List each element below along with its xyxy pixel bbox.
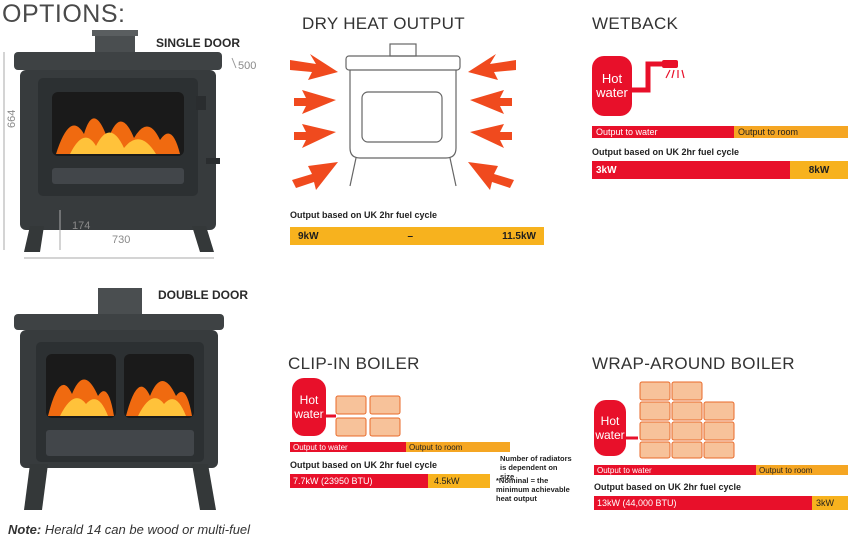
wetback-water-value: 3kW bbox=[596, 164, 617, 176]
double-door-stove-image bbox=[14, 288, 224, 510]
fuel-note: Note: Herald 14 can be wood or multi-fue… bbox=[8, 522, 250, 537]
wrap-around-output-room-bar: Output to room bbox=[756, 465, 848, 475]
wetback-output-label: Output based on UK 2hr fuel cycle bbox=[592, 147, 740, 157]
wetback-title: WETBACK bbox=[592, 14, 679, 33]
wrap-around-hot-water-tank: Hot water bbox=[594, 400, 626, 456]
clip-in-water-label: water bbox=[294, 407, 324, 421]
clip-in-output-water-label: Output to water bbox=[293, 442, 348, 452]
wetback-output-water-label: Output to water bbox=[596, 127, 658, 137]
wetback-water-label: water bbox=[596, 85, 628, 100]
wetback-water-value-bar: 3kW bbox=[592, 161, 790, 179]
clip-in-radiator-note: Number of radiators is dependent on size bbox=[500, 454, 572, 481]
wetback-shower-pipe-icon bbox=[632, 60, 685, 93]
clip-in-output-water-bar: Output to water bbox=[290, 442, 406, 452]
dry-heat-output-bar: 9kW – 11.5kW bbox=[290, 227, 544, 245]
wetback-hot-label: Hot bbox=[601, 71, 623, 86]
dry-heat-low: 9kW bbox=[298, 230, 319, 242]
clip-in-radiators-icon bbox=[326, 395, 401, 437]
wrap-around-output-room-label: Output to room bbox=[759, 465, 813, 475]
dry-heat-high: 11.5kW bbox=[502, 230, 536, 242]
wrap-around-room-value-bar: 3kW bbox=[812, 496, 848, 510]
dim-depth: 500 bbox=[238, 60, 257, 72]
wetback-output-room-label: Output to room bbox=[738, 127, 799, 137]
clip-in-hot-label: Hot bbox=[299, 393, 319, 407]
wetback-output-room-bar: Output to room bbox=[734, 126, 848, 138]
dry-heat-diagram bbox=[290, 43, 516, 190]
wrap-around-water-label: water bbox=[595, 428, 625, 442]
wrap-around-output-label: Output based on UK 2hr fuel cycle bbox=[594, 482, 742, 492]
dim-width: 730 bbox=[112, 234, 131, 246]
clip-in-water-value: 7.7kW (23950 BTU) bbox=[293, 476, 373, 486]
clip-in-title: CLIP-IN BOILER bbox=[288, 354, 420, 373]
dim-height: 664 bbox=[6, 109, 18, 128]
double-door-label: DOUBLE DOOR bbox=[158, 288, 248, 302]
wrap-around-room-value: 3kW bbox=[816, 498, 834, 508]
wetback-hot-water-tank: Hot water bbox=[592, 56, 632, 116]
clip-in-room-value: 4.5kW bbox=[434, 476, 460, 486]
note-bold: Note: bbox=[8, 522, 42, 537]
clip-in-water-value-bar: 7.7kW (23950 BTU) bbox=[290, 474, 428, 488]
wrap-around-water-value-bar: 13kW (44,000 BTU) bbox=[594, 496, 812, 510]
clip-in-output-label: Output based on UK 2hr fuel cycle bbox=[290, 460, 438, 470]
wrap-around-output-water-label: Output to water bbox=[597, 465, 652, 475]
clip-in-hot-water-tank: Hot water bbox=[292, 378, 326, 436]
dry-heat-output-label: Output based on UK 2hr fuel cycle bbox=[290, 210, 438, 220]
single-door-label: SINGLE DOOR bbox=[156, 36, 241, 50]
dim-leg: 174 bbox=[72, 220, 91, 232]
clip-in-nominal-note: *Nominal = the minimum achievable heat o… bbox=[496, 476, 570, 503]
clip-in-output-room-bar: Output to room bbox=[406, 442, 510, 452]
page-title: OPTIONS: bbox=[2, 0, 126, 28]
wetback-room-value-bar: 8kW bbox=[790, 161, 848, 179]
clip-in-room-value-bar: 4.5kW bbox=[428, 474, 490, 488]
wrap-around-radiators-icon bbox=[626, 381, 735, 459]
dry-heat-title: DRY HEAT OUTPUT bbox=[302, 14, 465, 33]
note-text: Herald 14 can be wood or multi-fuel bbox=[41, 522, 251, 537]
clip-in-output-room-label: Output to room bbox=[409, 442, 463, 452]
wrap-around-title: WRAP-AROUND BOILER bbox=[592, 354, 795, 373]
wrap-around-hot-label: Hot bbox=[600, 414, 620, 428]
single-door-stove-image bbox=[3, 30, 237, 259]
wrap-around-water-value: 13kW (44,000 BTU) bbox=[597, 498, 677, 508]
wetback-room-value: 8kW bbox=[808, 164, 830, 176]
wetback-output-water-bar: Output to water bbox=[592, 126, 734, 138]
dry-heat-dash: – bbox=[407, 230, 414, 242]
wrap-around-output-water-bar: Output to water bbox=[594, 465, 756, 475]
